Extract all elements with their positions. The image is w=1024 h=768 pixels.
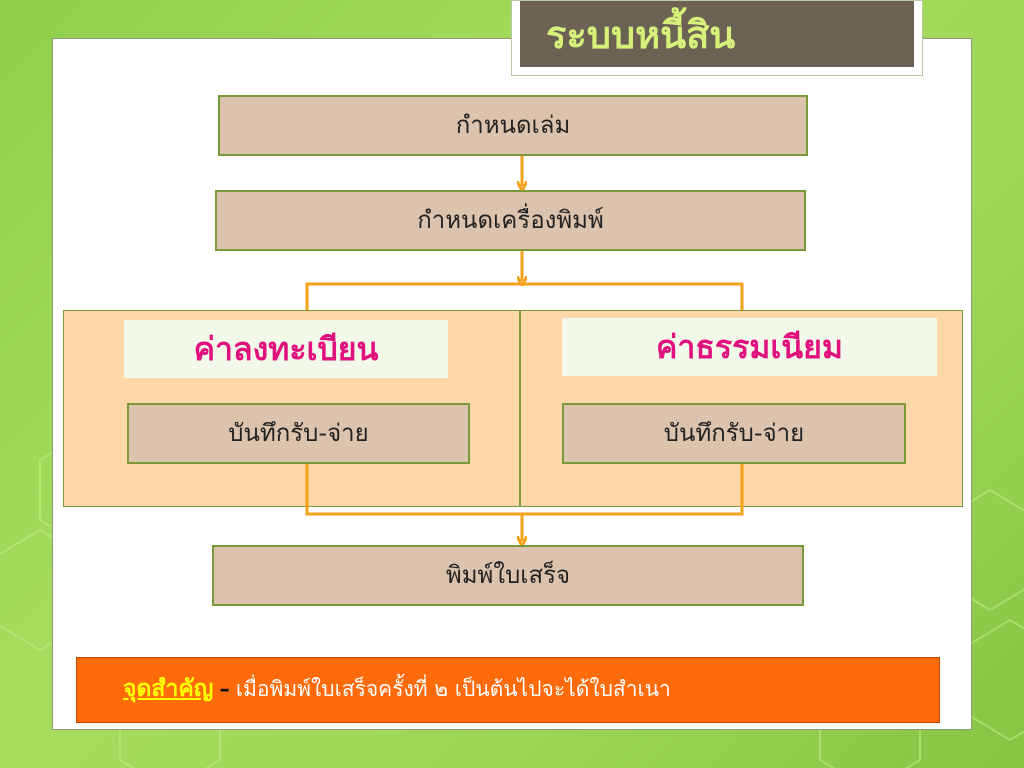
slide-title: ระบบหนี้สิน — [520, 1, 914, 67]
registration-fee-label: ค่าลงทะเบียน — [124, 320, 448, 378]
key-point-note: จุดสำคัญ–เมื่อพิมพ์ใบเสร็จครั้งที่ ๒ เป็… — [76, 657, 940, 723]
step-set-printer-label: กำหนดเครื่องพิมพ์ — [417, 206, 604, 234]
service-fee-label: ค่าธรรมเนียม — [562, 318, 937, 376]
title-box: ระบบหนี้สิน — [511, 0, 923, 76]
record-right-label: บันทึกรับ-จ่าย — [663, 419, 805, 447]
service-fee-text: ค่าธรรมเนียม — [655, 328, 844, 366]
record-left-label: บันทึกรับ-จ่าย — [228, 419, 369, 447]
step-print-receipt: พิมพ์ใบเสร็จ — [212, 545, 804, 606]
note-dash: – — [219, 677, 230, 701]
step-print-receipt-label: พิมพ์ใบเสร็จ — [445, 561, 571, 589]
step-set-book-label: กำหนดเล่ม — [455, 111, 571, 139]
note-key-label: จุดสำคัญ — [123, 676, 214, 702]
registration-fee-text: ค่าลงทะเบียน — [193, 330, 379, 368]
record-left-box: บันทึกรับ-จ่าย — [127, 403, 470, 464]
record-right-box: บันทึกรับ-จ่าย — [562, 403, 906, 464]
group-divider — [519, 310, 521, 507]
step-set-book: กำหนดเล่ม — [218, 95, 808, 156]
step-set-printer: กำหนดเครื่องพิมพ์ — [215, 190, 806, 251]
note-text: เมื่อพิมพ์ใบเสร็จครั้งที่ ๒ เป็นต้นไปจะไ… — [235, 677, 671, 701]
